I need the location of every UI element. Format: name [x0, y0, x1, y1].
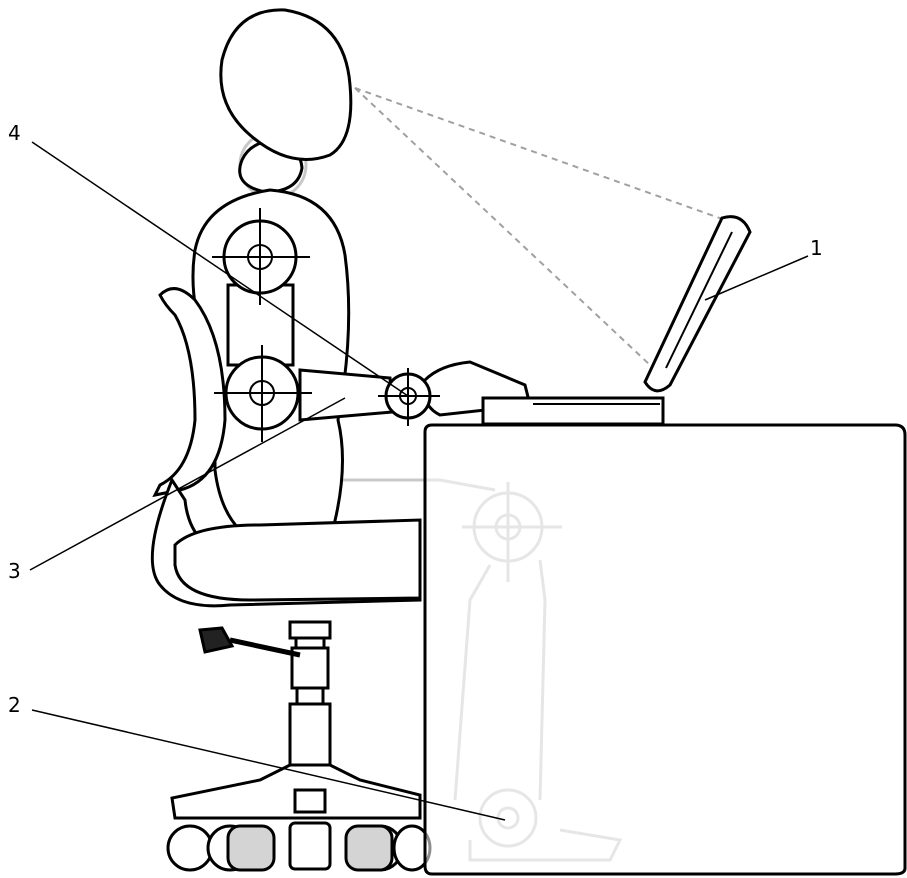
desk: [425, 425, 905, 874]
callout-1-label: 1: [810, 236, 823, 260]
sight-lines: [355, 88, 725, 365]
callout-4-label: 4: [8, 121, 21, 145]
head: [221, 10, 351, 198]
callout-2-label: 2: [8, 693, 21, 717]
callout-3-label: 3: [8, 559, 21, 583]
